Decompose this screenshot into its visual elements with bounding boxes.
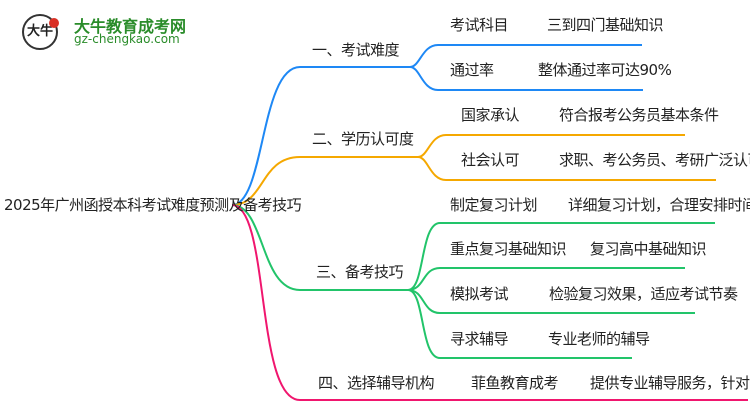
branch-3-child-1-value: 详细复习计划，合理安排时间 <box>568 196 750 214</box>
branch-3-connector <box>231 204 715 359</box>
root-node: 2025年广州函授本科考试难度预测及备考技巧 <box>4 196 302 214</box>
branch-3-child-2-value: 复习高中基础知识 <box>590 240 707 258</box>
logo: 大牛 大牛教育成考网 gz-chengkao.com <box>18 10 188 50</box>
branch-2-connector <box>231 134 716 206</box>
branch-1-child-1-label: 考试科目 <box>450 16 509 34</box>
branch-3-label: 三、备考技巧 <box>316 263 404 281</box>
branch-2-child-1-value: 符合报考公务员基本条件 <box>559 106 719 124</box>
branch-4-label: 四、选择辅导机构 <box>318 374 435 392</box>
branch-3-child-3-value: 检验复习效果，适应考试节奏 <box>549 285 738 303</box>
branch-4-child-1-value: 提供专业辅导服务，针对性指导 <box>590 374 750 392</box>
logo-title: 大牛教育成考网 <box>74 17 187 36</box>
branch-1-label: 一、考试难度 <box>312 41 400 59</box>
branch-4-connector <box>231 204 748 401</box>
branch-2-child-2-label: 社会认可 <box>461 151 520 169</box>
branch-3-child-4-label: 寻求辅导 <box>450 330 509 348</box>
branch-2-child-1-label: 国家承认 <box>461 106 520 124</box>
branch-1-child-1-value: 三到四门基础知识 <box>547 16 664 34</box>
branch-1-connector <box>231 44 643 206</box>
branch-3-child-3-label: 模拟考试 <box>450 285 509 303</box>
logo-url: gz-chengkao.com <box>74 32 180 46</box>
branch-3-child-1-label: 制定复习计划 <box>450 196 538 214</box>
branch-1-child-2-value: 整体通过率可达90% <box>538 61 672 79</box>
logo-mark: 大牛 <box>22 14 59 50</box>
branch-4-child-1-label: 菲鱼教育成考 <box>471 374 559 392</box>
branch-3-child-2-label: 重点复习基础知识 <box>450 240 567 258</box>
branch-2-label: 二、学历认可度 <box>312 130 414 148</box>
branch-1-child-2-label: 通过率 <box>450 61 494 79</box>
branch-3-child-4-value: 专业老师的辅导 <box>548 330 650 348</box>
branch-2-child-2-value: 求职、考公务员、考研广泛认可 <box>559 151 750 169</box>
